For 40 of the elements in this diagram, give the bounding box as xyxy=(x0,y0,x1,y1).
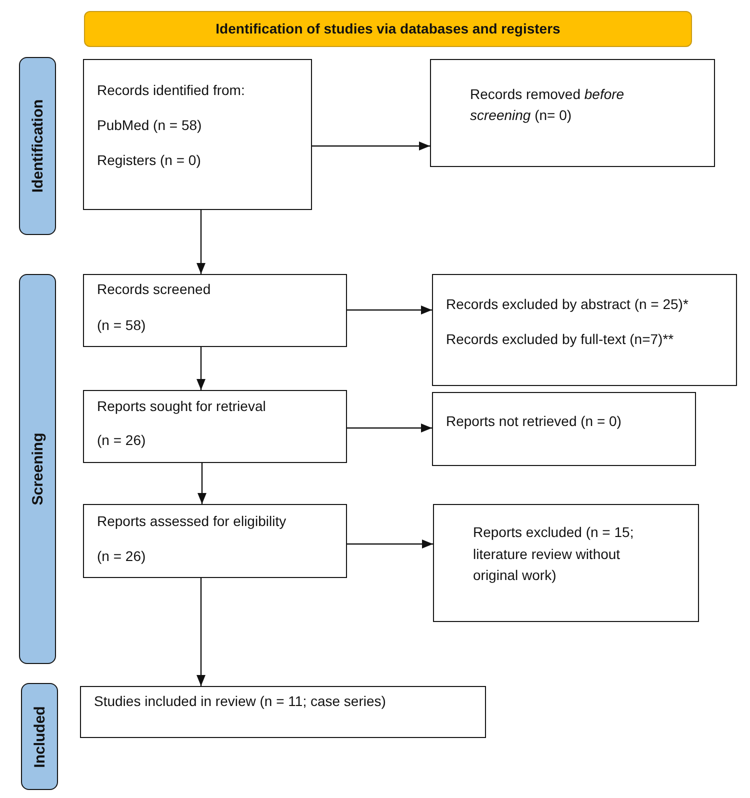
process-box xyxy=(432,274,737,386)
box-text: Reports excluded (n = 15; literature review without original work) xyxy=(473,523,635,585)
process-box xyxy=(80,686,486,738)
box-text: Records screened xyxy=(97,281,212,298)
phase-label: Screening xyxy=(29,432,46,506)
box-text: (n = 58) xyxy=(97,317,147,334)
box-text: Records identified from: xyxy=(97,82,246,99)
arrow xyxy=(196,578,206,686)
phase-header-bar xyxy=(84,11,692,47)
arrow xyxy=(347,306,432,314)
arrow xyxy=(196,347,206,390)
arrow xyxy=(312,142,430,150)
phase-label: Identification xyxy=(29,99,46,193)
arrow xyxy=(198,463,206,504)
box-text: Registers (n = 0) xyxy=(97,152,202,169)
phase-band xyxy=(19,274,56,664)
box-text: Reports sought for retrieval xyxy=(97,398,267,415)
process-box xyxy=(83,274,347,347)
arrow xyxy=(196,210,206,274)
box-text: Records excluded by full-text (n=7)** xyxy=(446,331,675,348)
header-text: Identification of studies via databases and registers xyxy=(216,20,560,38)
process-box xyxy=(430,59,715,167)
phase-band xyxy=(21,683,58,790)
box-text: Reports assessed for eligibility xyxy=(97,513,288,530)
box-text: Reports not retrieved (n = 0) xyxy=(446,413,622,430)
process-box xyxy=(83,504,347,578)
phase-label: Included xyxy=(31,706,48,768)
process-box xyxy=(433,504,699,622)
process-box xyxy=(432,392,696,466)
box-text: PubMed (n = 58) xyxy=(97,117,203,134)
process-box xyxy=(83,59,312,210)
phase-band xyxy=(19,57,56,235)
arrow xyxy=(347,424,432,432)
arrow xyxy=(347,540,433,548)
process-box xyxy=(83,390,347,463)
box-text: Records removed before screening (n= 0) xyxy=(470,85,626,125)
box-text: Studies included in review (n = 11; case series) xyxy=(94,693,387,710)
box-text: Records excluded by abstract (n = 25)* xyxy=(446,296,690,313)
box-text: (n = 26) xyxy=(97,548,147,565)
box-text: (n = 26) xyxy=(97,432,147,449)
